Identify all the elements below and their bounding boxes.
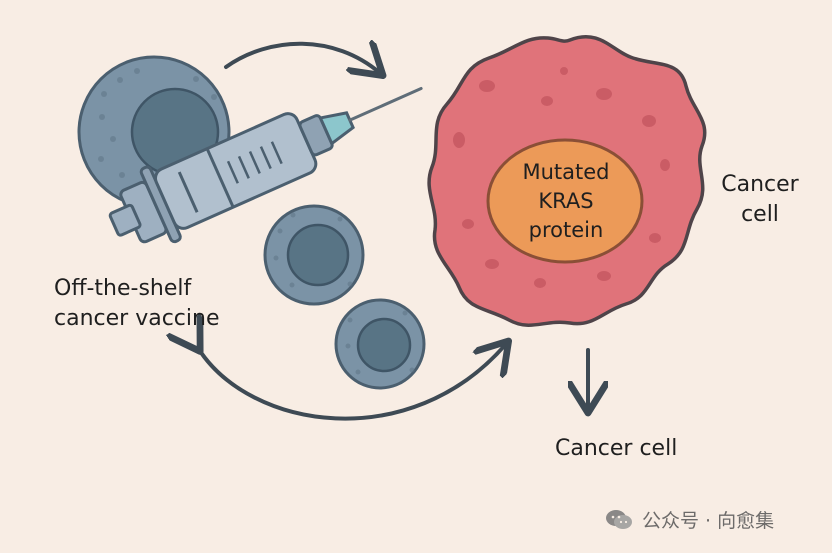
cancer-cell-label-bottom: Cancer cell [555, 436, 678, 461]
cancer-cell-icon [427, 34, 707, 327]
cancer-cell-label-right: Cancer cell [710, 170, 810, 230]
vaccine-label: Off-the-shelf cancer vaccine [54, 274, 219, 334]
watermark-text: 公众号 · 向愈集 [642, 510, 775, 532]
mutated-kras-protein [486, 138, 644, 264]
bottom-curved-arrow [198, 344, 506, 421]
wechat-icon [604, 508, 634, 532]
top-curved-arrow [224, 44, 380, 73]
protein-label-line-1: Mutated [522, 160, 610, 184]
protein-label-line-3: protein [528, 218, 604, 242]
cancer-cell-label-right-line-1: Cancer [721, 172, 799, 197]
syringe-icon [108, 86, 423, 244]
vaccine-label-line-1: Off-the-shelf [54, 276, 192, 301]
watermark: 公众号 · 向愈集 [604, 506, 774, 533]
small-immune-cell-1-icon [263, 204, 365, 306]
cancer-cell-label-right-line-2: cell [741, 202, 779, 227]
vaccine-label-line-2: cancer vaccine [54, 306, 220, 331]
protein-label-line-2: KRAS [538, 189, 594, 213]
small-immune-cell-2-icon [334, 298, 426, 390]
protein-label: Mutated KRAS protein [486, 158, 646, 245]
